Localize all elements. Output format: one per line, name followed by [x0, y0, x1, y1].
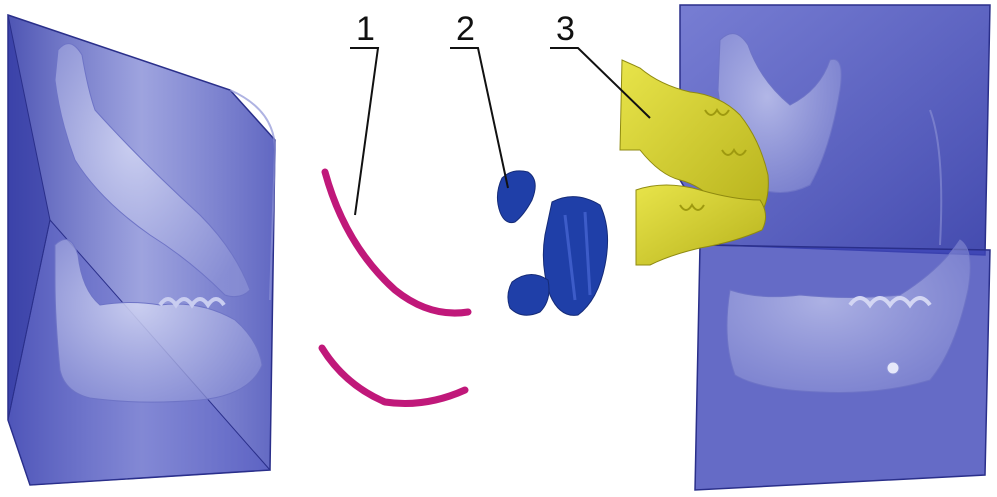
leader-line-1: [350, 48, 378, 215]
left-block: [8, 15, 275, 485]
magenta-canal-curves: [322, 172, 468, 404]
tooth-single: [497, 171, 535, 223]
label-3: 3: [556, 10, 575, 48]
right-block: [680, 5, 990, 490]
magenta-curve-lower: [322, 348, 465, 404]
magenta-curve-upper: [325, 172, 468, 313]
right-mental-foramen: [887, 362, 899, 374]
leader-line-2: [450, 48, 508, 188]
label-2: 2: [456, 10, 475, 48]
label-1: 1: [356, 10, 375, 48]
tooth-group-small: [508, 274, 549, 315]
blue-teeth-cluster: [497, 171, 607, 315]
